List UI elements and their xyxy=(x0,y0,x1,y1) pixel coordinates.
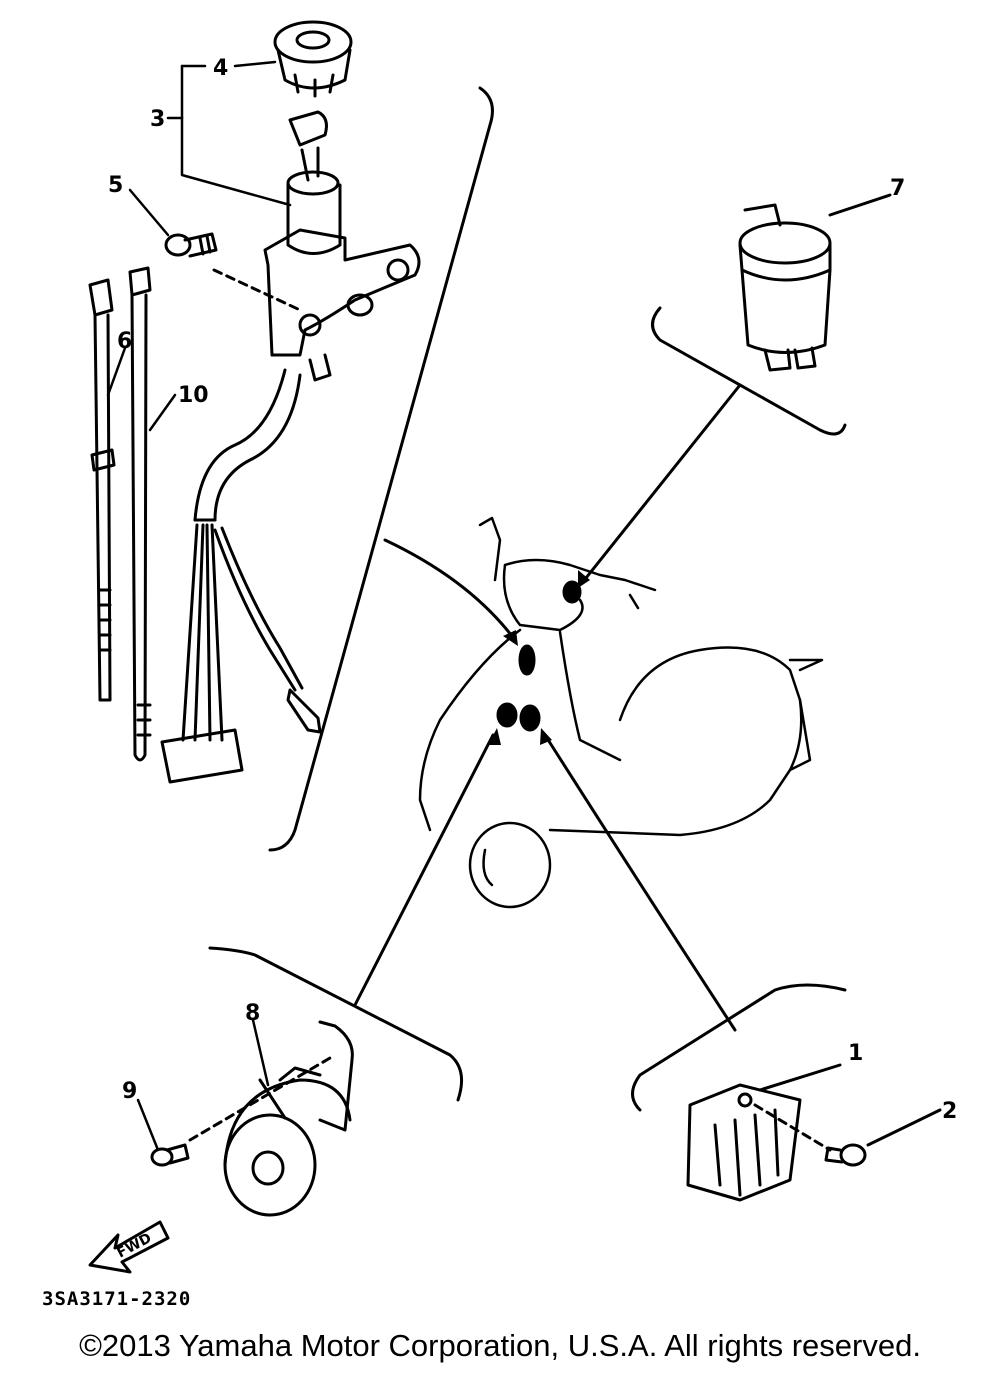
callout-6: 6 xyxy=(117,329,132,354)
rectifier-bracket xyxy=(631,983,847,1112)
callout-9: 9 xyxy=(122,1079,137,1104)
callout-labels: 1 2 3 4 5 6 7 8 9 10 xyxy=(108,56,957,1124)
part-8-horn xyxy=(223,1020,354,1217)
mount-points xyxy=(496,580,582,732)
leader-lines xyxy=(353,383,742,1032)
part-6-cable-tie xyxy=(88,278,116,702)
arrow-heads xyxy=(488,570,590,745)
callout-4: 4 xyxy=(213,56,228,81)
wire-harness xyxy=(160,368,322,784)
callout-7: 7 xyxy=(890,176,905,201)
diagram-code: 3SA3171-2320 xyxy=(42,1288,192,1310)
fwd-arrow: FWD xyxy=(88,1220,170,1274)
callout-leaders xyxy=(106,60,292,1152)
callout-10: 10 xyxy=(178,383,209,408)
part-7-relay-bracket xyxy=(651,306,847,436)
part-2-bolt xyxy=(753,1103,942,1167)
scooter-outline xyxy=(418,516,824,909)
callout-8: 8 xyxy=(245,1001,260,1026)
callout-3: 3 xyxy=(150,107,165,132)
callout-1: 1 xyxy=(848,1041,863,1066)
part-1-rectifier xyxy=(686,1063,842,1202)
copyright-notice: ©2013 Yamaha Motor Corporation, U.S.A. A… xyxy=(79,1328,921,1363)
callout-5: 5 xyxy=(108,173,123,198)
part-3-main-switch xyxy=(263,110,421,382)
part-10-cable-tie xyxy=(128,266,152,762)
horn-bracket xyxy=(208,946,464,1102)
part-7-relay xyxy=(738,193,892,372)
callout-2: 2 xyxy=(942,1099,957,1124)
main-switch-bracket xyxy=(268,86,494,852)
part-9-screw xyxy=(150,1056,332,1167)
part-5-screw xyxy=(164,232,302,312)
part-4-lock-cap xyxy=(273,20,353,98)
